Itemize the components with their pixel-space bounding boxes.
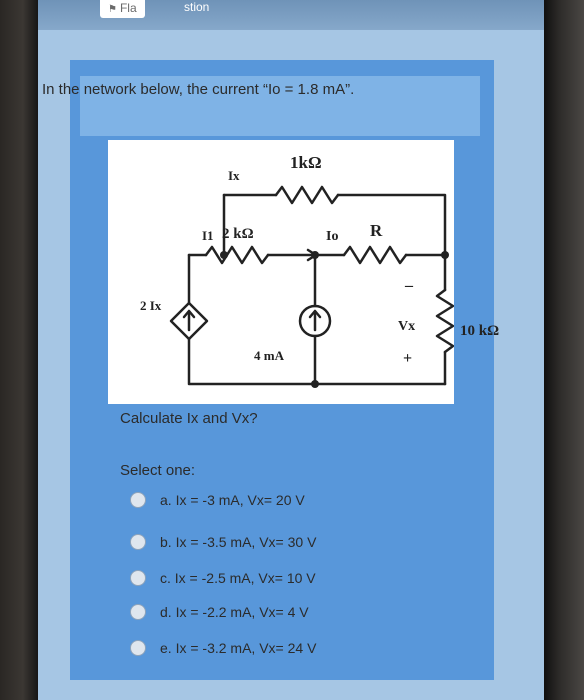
flag-label: Fla [119, 1, 137, 15]
label-vx: Vx [398, 319, 415, 334]
radio-c[interactable] [130, 570, 146, 586]
current-source-4ma [298, 304, 332, 338]
question-tab[interactable]: stion [184, 0, 210, 14]
flag-icon: ⚑ [108, 4, 117, 15]
select-one-label: Select one: [120, 462, 196, 479]
label-i1: I1 [202, 228, 214, 243]
question-prompt: Calculate Ix and Vx? [120, 410, 258, 427]
label-ix: Ix [228, 168, 240, 183]
option-e[interactable]: e. Ix = -3.2 mA, Vx= 24 V [130, 636, 316, 660]
label-10k-holder: 10 kΩ [460, 323, 499, 339]
option-a-label: a. Ix = -3 mA, Vx= 20 V [160, 492, 305, 508]
resistor-1k [274, 185, 340, 205]
option-c[interactable]: c. Ix = -2.5 mA, Vx= 10 V [130, 566, 316, 590]
phone-bezel-right [544, 0, 584, 700]
radio-e[interactable] [130, 640, 146, 656]
circuit-diagram: 1kΩ Ix I1 2 kΩ Io R 2 Ix 4 mA – Vx + [108, 140, 454, 404]
label-r: R [370, 221, 383, 240]
label-plus: + [403, 350, 412, 367]
phone-bezel-left [0, 0, 38, 700]
option-c-label: c. Ix = -2.5 mA, Vx= 10 V [160, 570, 316, 586]
label-4ma: 4 mA [254, 348, 285, 363]
label-minus: – [404, 277, 414, 294]
option-d-label: d. Ix = -2.2 mA, Vx= 4 V [160, 604, 309, 620]
question-statement: In the network below, the current “Io = … [42, 81, 355, 98]
top-bar: ⚑Fla stion [38, 0, 544, 30]
label-2ix: 2 Ix [140, 298, 162, 313]
radio-d[interactable] [130, 604, 146, 620]
statement-highlight [80, 76, 480, 136]
option-e-label: e. Ix = -3.2 mA, Vx= 24 V [160, 640, 317, 656]
label-io: Io [326, 229, 338, 244]
resistor-2k [204, 245, 270, 265]
option-b-label: b. Ix = -3.5 mA, Vx= 30 V [160, 534, 317, 550]
dependent-source [169, 301, 209, 341]
circuit-svg: 1kΩ Ix I1 2 kΩ Io R 2 Ix 4 mA – Vx + [140, 153, 454, 388]
option-b[interactable]: b. Ix = -3.5 mA, Vx= 30 V [130, 530, 316, 554]
label-1k: 1kΩ [290, 153, 322, 172]
radio-b[interactable] [130, 534, 146, 550]
resistor-r [342, 245, 408, 265]
radio-a[interactable] [130, 492, 146, 508]
label-2k: 2 kΩ [222, 226, 254, 242]
option-a[interactable]: a. Ix = -3 mA, Vx= 20 V [130, 488, 305, 512]
resistor-10k [435, 288, 454, 354]
flag-question-button[interactable]: ⚑Fla [100, 0, 145, 18]
label-10k: 10 kΩ [460, 323, 499, 339]
option-d[interactable]: d. Ix = -2.2 mA, Vx= 4 V [130, 600, 309, 624]
